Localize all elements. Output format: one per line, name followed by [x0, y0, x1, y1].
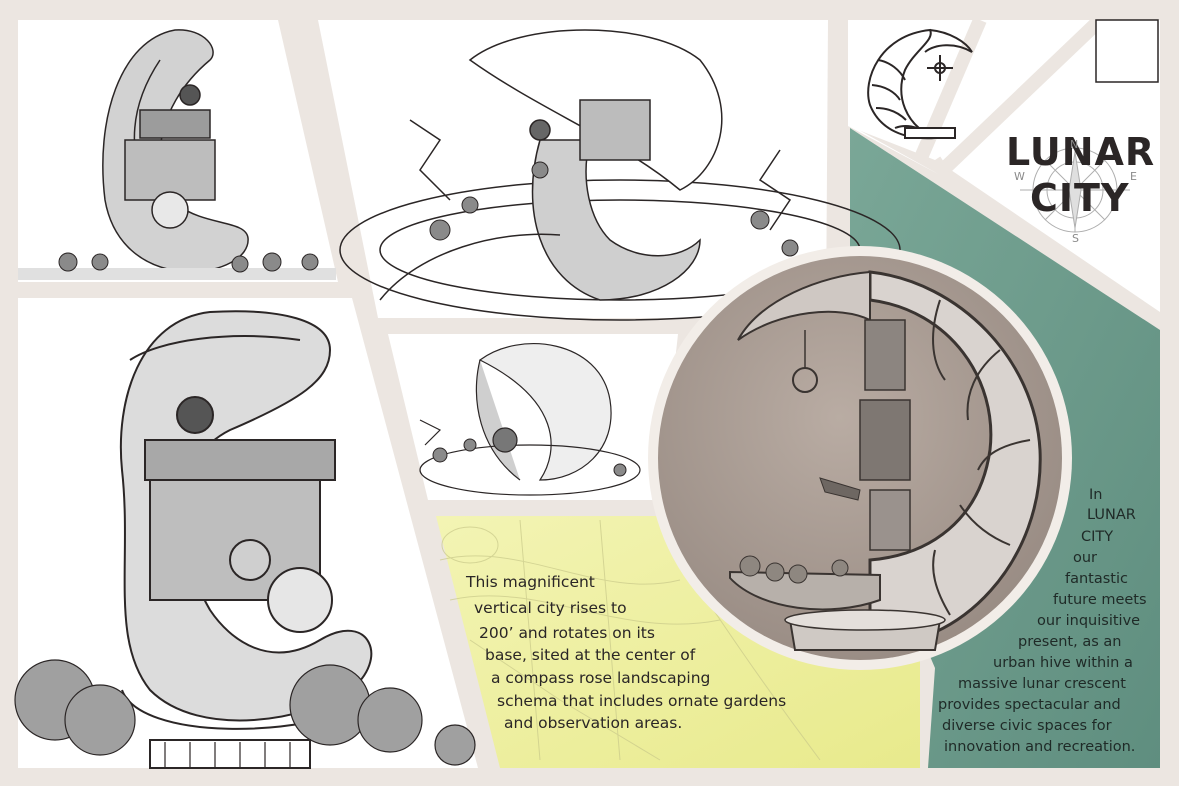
caption-right-line: LUNAR: [1087, 507, 1136, 523]
caption-left-line: schema that includes ornate gardens: [497, 692, 787, 710]
crescent-sketch-middle: [419, 343, 641, 496]
caption-right-line: our: [1073, 550, 1098, 566]
crescent-sketch-top-left: [18, 29, 336, 280]
caption-left-line: a compass rose landscaping: [491, 669, 711, 687]
caption-left-line: This magnificent: [466, 573, 595, 591]
caption-right-line: future meets: [1053, 592, 1147, 608]
caption-right-line: our inquisitive: [1037, 613, 1141, 629]
title-line-2: CITY: [1030, 176, 1130, 220]
compass-rose: [1020, 147, 1130, 233]
caption-right-line: provides spectacular and: [938, 697, 1121, 713]
medallion-render: [648, 246, 1072, 670]
panel-middle: [388, 334, 678, 500]
crescent-logo: [867, 28, 973, 140]
caption-left-line: base, sited at the center of: [485, 646, 696, 664]
caption-left-line: 200’ and rotates on its: [479, 624, 655, 642]
caption-right-line: present, as an: [1018, 634, 1122, 650]
caption-right-line: fantastic: [1065, 571, 1128, 587]
caption-right-line: innovation and recreation.: [944, 739, 1136, 755]
compass-east: E: [1130, 170, 1137, 183]
compass-north: N: [1070, 138, 1079, 151]
blank-square: [1095, 19, 1159, 83]
caption-left-line: vertical city rises to: [474, 599, 627, 617]
title-line-1: LUNAR: [1006, 130, 1156, 174]
compass-south: S: [1072, 232, 1079, 245]
crescent-sketch-bottom-left: [14, 310, 476, 769]
caption-right-line: diverse civic spaces for: [942, 718, 1112, 734]
caption-right-line: urban hive within a: [993, 655, 1133, 671]
caption-right-line: CITY: [1081, 529, 1114, 545]
caption-right-line: massive lunar crescent: [958, 676, 1126, 692]
caption-left-line: and observation areas.: [504, 714, 683, 732]
caption-right-line: In: [1089, 487, 1103, 503]
crescent-sketch-top-middle: [339, 29, 901, 321]
compass-west: W: [1014, 170, 1025, 183]
